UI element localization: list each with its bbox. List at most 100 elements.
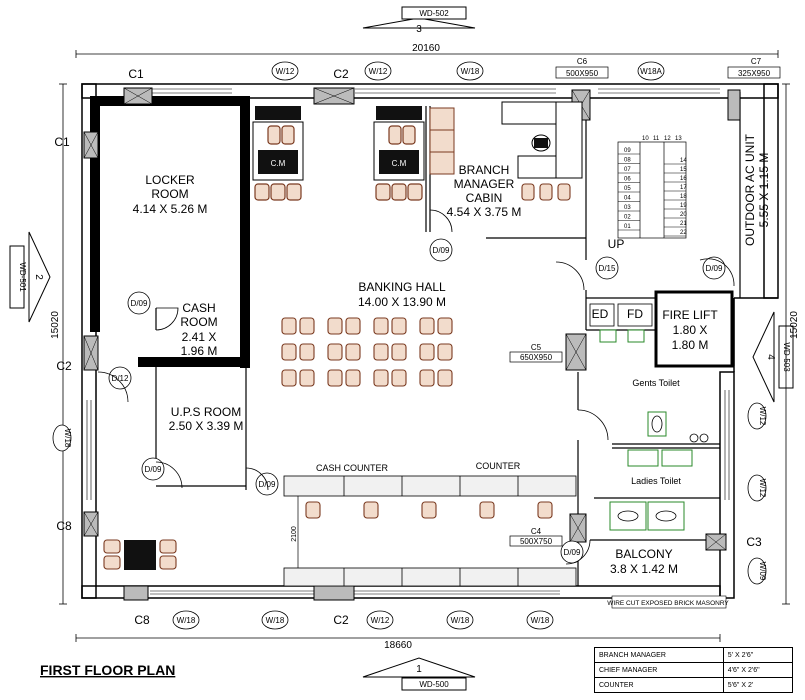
waiting-chair (345, 369, 361, 387)
banking-hall-size: 14.00 X 13.90 M (358, 295, 446, 309)
stair-step-number: 21 (680, 221, 687, 227)
schedule-item: COUNTER (594, 677, 724, 693)
stair-step-number: 03 (624, 205, 631, 211)
label-c5-size: 650X950 (520, 353, 553, 362)
label-c5: C5 (531, 343, 542, 352)
label-c6-size: 500X950 (566, 69, 599, 78)
stair-step-number: 13 (675, 136, 682, 142)
ladies-toilet-label: Ladies Toilet (631, 476, 681, 486)
gents-toilet-label: Gents Toilet (632, 378, 680, 388)
tag-d09-stair: D/09 (706, 264, 723, 273)
fd-label: FD (627, 307, 643, 321)
waiting-chair (419, 369, 435, 387)
fire-lift-size-2: 1.80 M (672, 338, 709, 352)
waiting-chair (419, 343, 435, 361)
stair-treads (618, 153, 686, 237)
manager-cabin-furniture (429, 101, 583, 201)
dimension-lines (59, 50, 790, 642)
dim-top: 20160 (412, 43, 440, 54)
locker-room-name-1: LOCKER (145, 173, 195, 187)
cm-chairs (254, 125, 423, 201)
section-num-top: 3 (416, 24, 422, 35)
tag-w18-b2: W/18 (266, 616, 285, 625)
stair-step-number: 07 (624, 167, 631, 173)
label-c1-left: C1 (54, 135, 70, 149)
stair-step-number: 11 (653, 136, 660, 142)
ups-room-size: 2.50 X 3.39 M (169, 419, 244, 433)
tag-w18-b3: W/18 (451, 616, 470, 625)
tag-w18-b1: W/18 (177, 616, 196, 625)
cm-desks (252, 106, 425, 181)
ed-fd-sinks (599, 329, 645, 343)
locker-room-size: 4.14 X 5.26 M (133, 202, 208, 216)
label-c3: C3 (746, 535, 762, 549)
toilet-bowls (617, 415, 709, 522)
outer-walls (81, 83, 779, 599)
cash-counter (283, 475, 577, 587)
waiting-chair (299, 317, 315, 335)
cash-room-name-1: CASH (182, 301, 215, 315)
waiting-chair (391, 369, 407, 387)
label-c4-size: 500X750 (520, 537, 553, 546)
section-marker-bottom: WD-500 1 (362, 657, 476, 691)
section-num-left: 2 (33, 274, 44, 280)
dim-2100: 2100 (291, 526, 298, 542)
tag-w09-right: W/09 (758, 562, 767, 581)
cash-counter-label: CASH COUNTER (316, 463, 389, 473)
section-code-top: WD-502 (419, 9, 449, 18)
tag-d09-balcony: D/09 (564, 548, 581, 557)
schedule-size: 5' X 2'6" (722, 647, 794, 663)
window-lines (86, 88, 730, 595)
cash-room-size-2: 1.96 M (181, 344, 218, 358)
locker-table (103, 539, 177, 570)
stair-step-number: 09 (624, 148, 631, 154)
stair-step-number: 05 (624, 186, 631, 192)
ac-unit-name: OUTDOOR AC UNIT (743, 133, 757, 246)
plan-title: FIRST FLOOR PLAN (40, 662, 175, 678)
waiting-chair (345, 317, 361, 335)
section-code-left: WD-501 (18, 262, 27, 292)
stair-step-number: 14 (680, 158, 687, 164)
fire-lift-shaft (654, 290, 734, 368)
waiting-chair (299, 343, 315, 361)
waiting-chair (281, 369, 297, 387)
waiting-chair (437, 343, 453, 361)
cm-label-2: C.M (392, 159, 407, 168)
fire-lift-name: FIRE LIFT (662, 308, 718, 322)
ac-unit-size: 5.55 X 1.15 M (757, 153, 771, 228)
door-swings (97, 209, 735, 565)
section-num-right: 4 (765, 354, 776, 360)
tag-w12-right-2: W/12 (758, 479, 767, 498)
tag-w12-1: W/12 (276, 67, 295, 76)
label-c6: C6 (577, 57, 588, 66)
tag-w18-b4: W/18 (531, 616, 550, 625)
section-code-right: WD-503 (782, 342, 791, 372)
stair-step-number: 02 (624, 215, 631, 221)
label-c7: C7 (751, 57, 762, 66)
waiting-chair (391, 343, 407, 361)
section-marker-top: WD-502 3 (362, 6, 476, 35)
balcony-size: 3.8 X 1.42 M (610, 562, 678, 576)
tag-w18a: W18A (640, 67, 662, 76)
waiting-chair (373, 317, 389, 335)
manager-name-2: MANAGER (454, 177, 515, 191)
label-c2-bottom: C2 (333, 613, 349, 627)
waiting-chair (391, 317, 407, 335)
manager-size: 4.54 X 3.75 M (447, 205, 522, 219)
tag-d09-cabin: D/09 (433, 246, 450, 255)
cash-room-size-1: 2.41 X (182, 330, 217, 344)
label-c8-left: C8 (56, 519, 72, 533)
label-c2-top: C2 (333, 67, 349, 81)
banking-hall-name: BANKING HALL (358, 280, 446, 294)
label-c1-top: C1 (128, 67, 144, 81)
brick-masonry-note: WIRE CUT EXPOSED BRICK MASONRY (607, 600, 729, 607)
table-row: COUNTER 5'6" X 2' (594, 677, 794, 693)
tag-w18-1: W/18 (461, 67, 480, 76)
waiting-chair (437, 317, 453, 335)
counter-chairs (305, 501, 553, 519)
waiting-chair (281, 317, 297, 335)
section-num-bottom: 1 (416, 664, 422, 675)
section-marker-right: WD-503 4 (752, 311, 794, 403)
